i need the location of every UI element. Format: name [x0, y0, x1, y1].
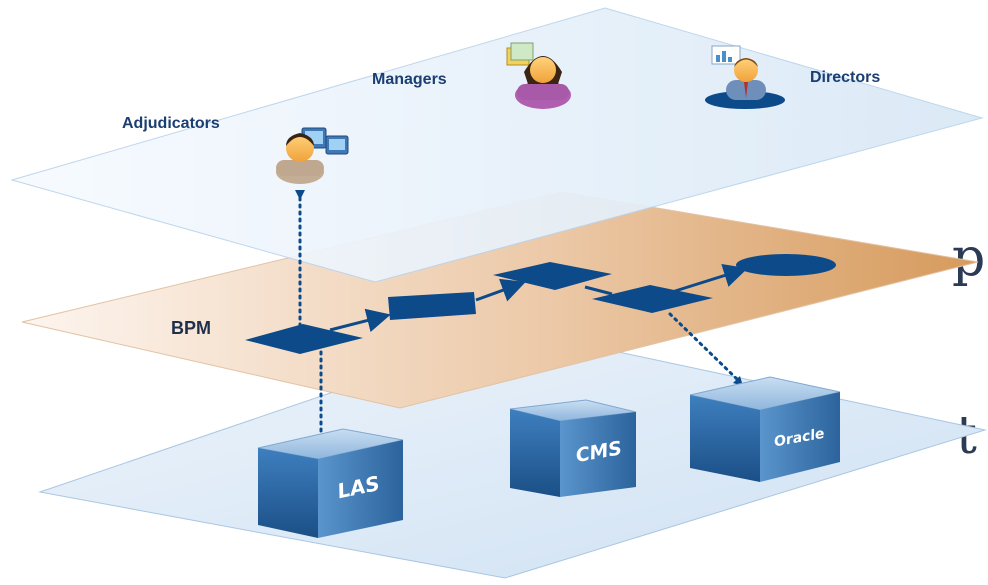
role-label-adjudicators: Adjudicators: [122, 115, 220, 132]
adjudicator-person-icon: [276, 127, 349, 184]
bpm-decision-shape: [592, 285, 713, 313]
role-label-managers: Managers: [372, 71, 447, 88]
system-cube-oracle: Oracle: [689, 376, 841, 482]
bpm-task-shape: [388, 292, 476, 320]
role-label-directors: Directors: [810, 69, 880, 86]
manager-person-icon: [506, 42, 571, 109]
bpm-flow-arrow: [329, 308, 391, 333]
connector-arrowhead: [295, 190, 305, 200]
bpm-start-decision-shape: [245, 324, 363, 354]
bpm-label: BPM: [171, 318, 211, 338]
bpm-flow-arrow: [475, 278, 526, 302]
system-cube-las: LAS: [257, 428, 404, 538]
system-cube-cms: CMS: [509, 399, 637, 497]
director-person-icon: [705, 45, 785, 109]
bpm-end-event-shape: [736, 254, 836, 276]
dotted-connector-bpm-to-oracle: [668, 312, 742, 384]
bpm-flow-connector: [584, 285, 613, 296]
cropped-edge-text-upper: p: [952, 228, 986, 288]
bpm-flow-arrow: [671, 263, 748, 294]
bpm-gateway-shape: [493, 262, 612, 290]
